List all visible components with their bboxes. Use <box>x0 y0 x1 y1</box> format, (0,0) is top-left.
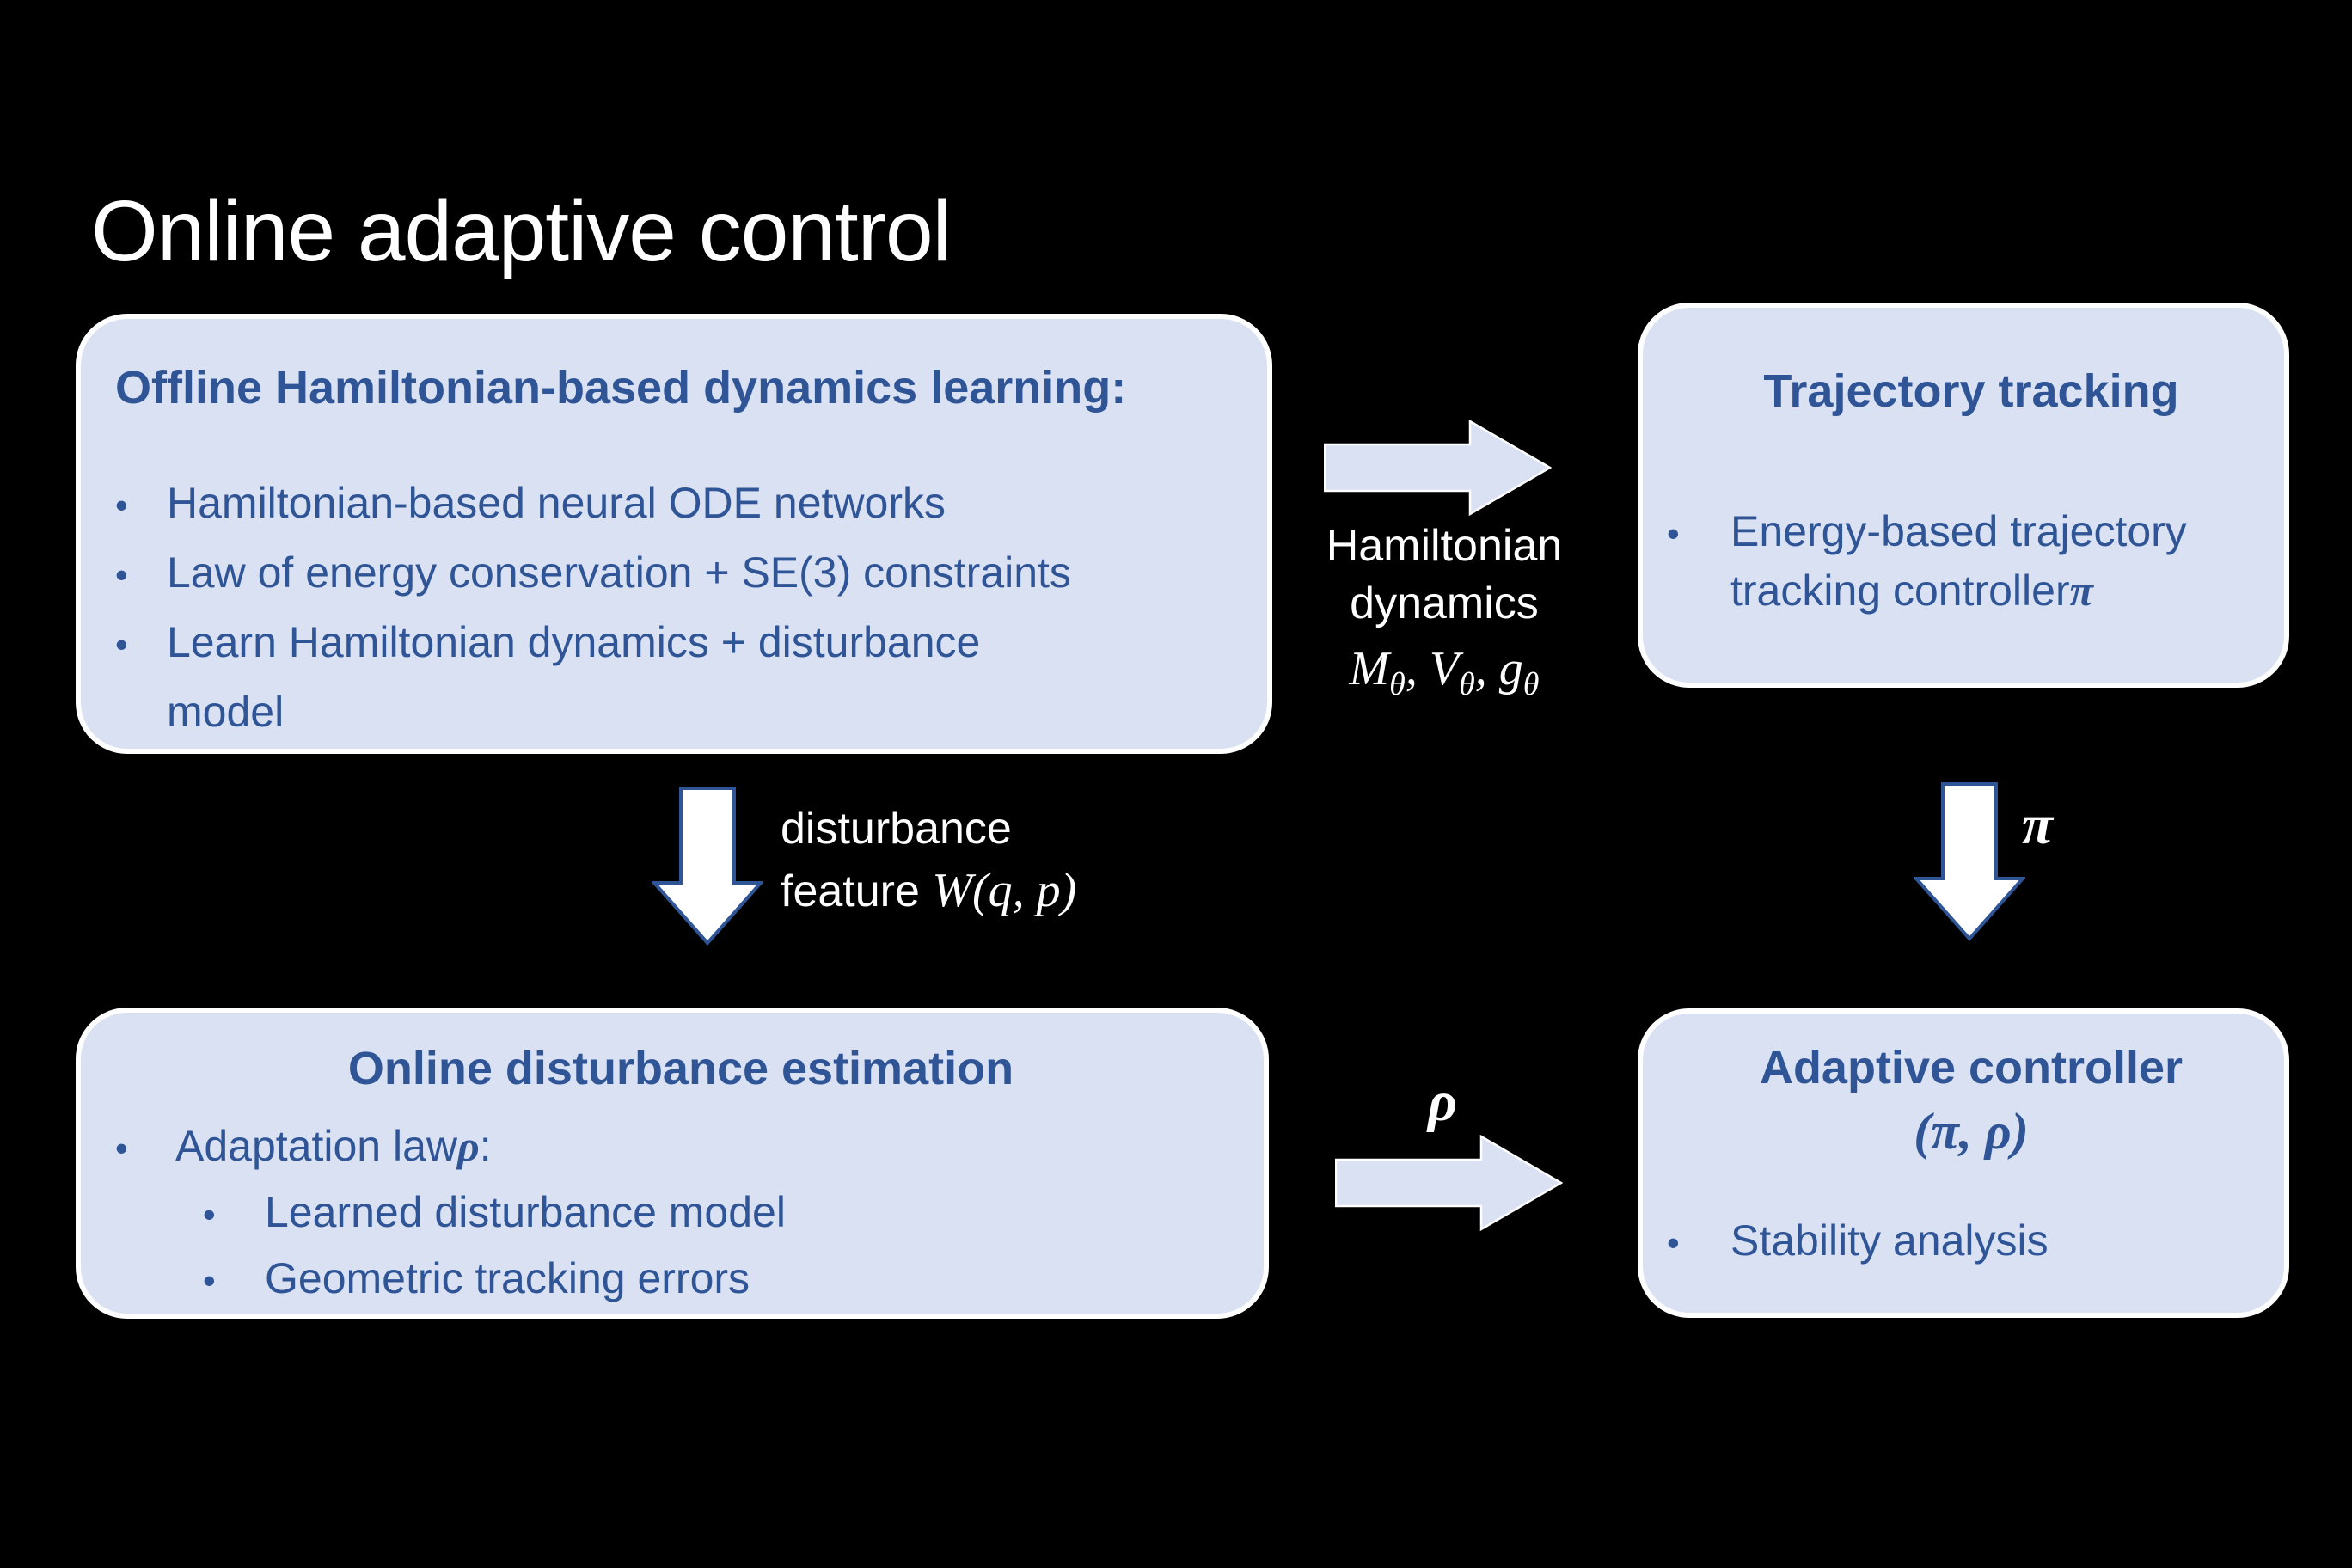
list-item: • Learned disturbance model <box>115 1180 1246 1246</box>
list-item-continuation: model <box>167 688 285 736</box>
list-item: • Hamiltonian-based neural ODE networks <box>115 469 1250 539</box>
disturbance-label-line1: disturbance <box>781 804 1012 854</box>
disturbance-estimation-box: Online disturbance estimation • Adaptati… <box>76 1008 1269 1319</box>
bullet-dot: • <box>1667 513 1680 554</box>
rho-symbol: ρ <box>457 1122 480 1170</box>
offline-learning-heading: Offline Hamiltonian-based dynamics learn… <box>115 362 1127 413</box>
adaptive-controller-box: Adaptive controller (π, ρ) • Stability a… <box>1638 1008 2289 1318</box>
list-item: • Adaptation law ρ : <box>115 1114 1246 1180</box>
disturbance-estimation-bullets: • Adaptation law ρ : • Learned disturban… <box>115 1114 1246 1313</box>
rho-arrow-label: ρ <box>1428 1070 1457 1133</box>
list-item: • Stability analysis <box>1667 1212 2275 1271</box>
trajectory-tracking-bullets: • Energy-based trajectory tracking contr… <box>1667 503 2275 620</box>
list-item: • Law of energy conservation + SE(3) con… <box>115 539 1250 609</box>
list-item: • Geometric tracking errors <box>115 1246 1246 1313</box>
block-arrow-right-icon <box>1335 1135 1563 1231</box>
block-arrow-down-icon <box>652 787 763 946</box>
adaptive-controller-bullets: • Stability analysis <box>1667 1212 2275 1271</box>
bullet-dot: • <box>1667 1222 1680 1263</box>
hamiltonian-label-line1: Hamiltonian <box>1326 521 1563 571</box>
trajectory-tracking-box: Trajectory tracking • Energy-based traje… <box>1638 303 2289 688</box>
bullet-dot: • <box>115 1128 128 1168</box>
hamiltonian-symbols: Mθ, Vθ, gθ <box>1349 642 1540 703</box>
hamiltonian-dynamics-label: Hamiltonian dynamics Mθ, Vθ, gθ <box>1272 518 1616 720</box>
pi-rho-pair-symbol: (π, ρ) <box>1914 1103 2029 1160</box>
adaptive-controller-heading: Adaptive controller <box>1759 1042 2184 1093</box>
bullet-dot: • <box>115 554 128 595</box>
block-arrow-right-icon <box>1324 420 1552 516</box>
bullet-dot: • <box>115 485 128 525</box>
offline-learning-bullets: • Hamiltonian-based neural ODE networks … <box>115 469 1250 745</box>
offline-learning-box: Offline Hamiltonian-based dynamics learn… <box>76 314 1272 754</box>
bullet-dot: • <box>203 1194 216 1234</box>
list-item: • Learn Hamiltonian dynamics + disturban… <box>115 609 1250 678</box>
list-item-continuation: tracking controller π <box>1667 562 2275 620</box>
pi-arrow-label: π <box>2022 793 2054 856</box>
disturbance-label-line2: feature W(q, p) <box>781 864 1077 917</box>
hamiltonian-label-line2: dynamics <box>1350 579 1539 628</box>
disturbance-feature-label: disturbance feature W(q, p) <box>781 798 1076 922</box>
block-arrow-down-icon <box>1914 782 2025 941</box>
list-item: • Energy-based trajectory <box>1667 503 2275 562</box>
disturbance-estimation-heading: Online disturbance estimation <box>347 1043 1014 1094</box>
trajectory-tracking-heading: Trajectory tracking <box>1763 365 2179 417</box>
w-qp-symbol: W(q, p) <box>932 864 1077 917</box>
pi-symbol: π <box>2069 567 2093 615</box>
slide-title: Online adaptive control <box>91 183 952 279</box>
bullet-dot: • <box>115 624 128 665</box>
bullet-dot: • <box>203 1260 216 1301</box>
